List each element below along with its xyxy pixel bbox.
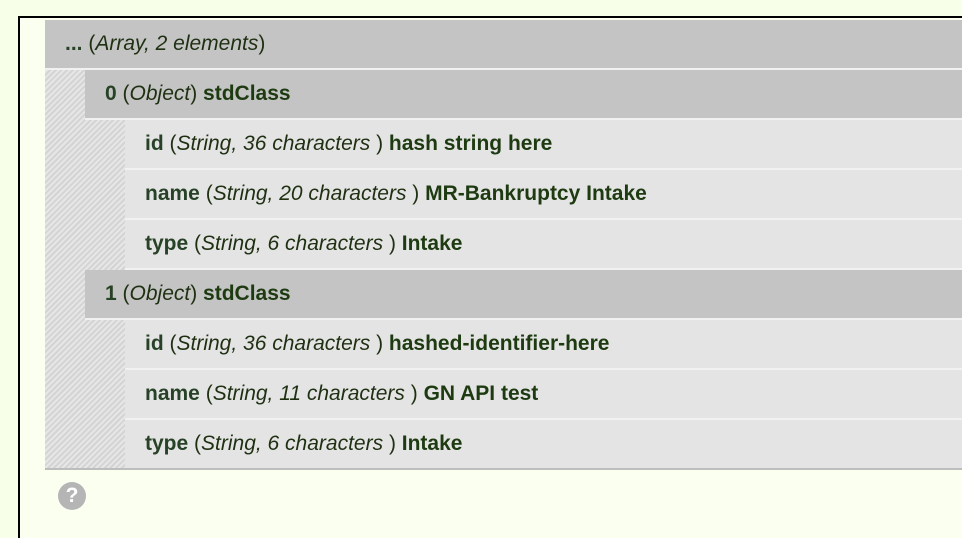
field-row-id: id (String, 36 characters ) hash string … (125, 120, 962, 170)
field-row-type: type (String, 6 characters ) Intake (125, 420, 962, 468)
field-key: id (145, 132, 164, 155)
field-type: String, 36 characters (176, 132, 377, 155)
field-type: String, 36 characters (176, 332, 377, 355)
field-key: name (145, 382, 200, 405)
object-key: 1 (105, 282, 117, 305)
field-value: MR-Bankruptcy Intake (425, 182, 647, 205)
array-row[interactable]: ... (Array, 2 elements) (45, 20, 962, 70)
variable-dump: ... (Array, 2 elements) 0 (Object) stdCl… (45, 20, 962, 470)
field-row-name: name (String, 20 characters ) MR-Bankrup… (125, 170, 962, 220)
object-type: Object (129, 82, 191, 105)
object-class: stdClass (203, 282, 291, 305)
field-type: String, 20 characters (212, 182, 413, 205)
field-type: String, 6 characters (201, 232, 389, 255)
field-row-name: name (String, 11 characters ) GN API tes… (125, 370, 962, 420)
field-row-type: type (String, 6 characters ) Intake (125, 220, 962, 270)
field-key: type (145, 232, 189, 255)
object-type: Object (129, 282, 191, 305)
object-row-1[interactable]: 1 (Object) stdClass (85, 270, 962, 320)
field-key: type (145, 432, 189, 455)
array-key: ... (65, 32, 83, 55)
object-class: stdClass (203, 82, 291, 105)
object-row-0[interactable]: 0 (Object) stdClass (85, 70, 962, 120)
field-value: Intake (401, 232, 463, 255)
field-key: name (145, 182, 200, 205)
field-value: GN API test (423, 382, 539, 405)
help-icon[interactable]: ? (58, 482, 86, 510)
array-type: Array, 2 elements (95, 32, 259, 55)
field-type: String, 6 characters (201, 432, 389, 455)
field-row-id: id (String, 36 characters ) hashed-ident… (125, 320, 962, 370)
field-value: hashed-identifier-here (388, 332, 610, 355)
field-type: String, 11 characters (212, 382, 411, 405)
field-key: id (145, 332, 164, 355)
field-value: Intake (401, 432, 463, 455)
object-key: 0 (105, 82, 117, 105)
field-value: hash string here (388, 132, 553, 155)
